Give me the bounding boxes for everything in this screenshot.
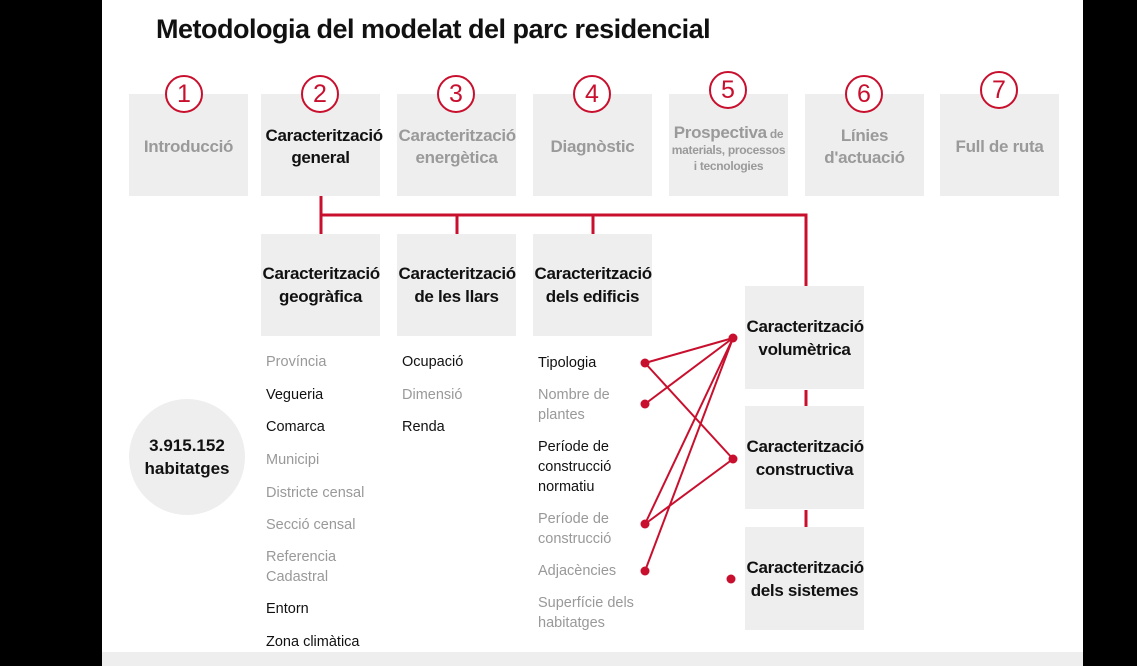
list-item: Vegueria (266, 387, 324, 403)
step-number-5: 5 (709, 71, 747, 109)
link-dot (640, 566, 650, 576)
category-box-geografica: Caracterització geogràfica (261, 234, 380, 336)
link-dot (640, 399, 650, 409)
connector-lines (319, 196, 808, 584)
sub-label: Caracterització dels sistemes (746, 557, 865, 600)
list-item: Entorn (266, 601, 309, 617)
list-item: Superfície dels habitatges (538, 595, 634, 631)
page-title: Metodologia del modelat del parc residen… (156, 14, 711, 44)
step-number-2: 2 (301, 75, 339, 113)
category-box-llars: Caracterització de les llars (397, 234, 516, 336)
list-item: Comarca (266, 419, 325, 435)
list-item: Districte censal (266, 485, 365, 501)
category-label: Caracterització geogràfica (262, 264, 381, 306)
sub-box-sistemes: Caracterització dels sistemes (745, 527, 864, 630)
list-item: Renda (402, 419, 445, 435)
sub-box-constructiva: Caracterització constructiva (745, 406, 864, 509)
link-dot (640, 358, 650, 368)
total-dwellings-text: 3.915.152 habitatges (144, 434, 229, 480)
sub-box-volumetrica: Caracterització volumètrica (745, 286, 864, 389)
step-label: Caracterització general (265, 126, 384, 167)
step-box-1: Introducció (129, 94, 248, 196)
category-label: Caracterització dels edificis (534, 264, 653, 306)
sub-label: Caracterització constructiva (746, 436, 865, 479)
list-item: Zona climàtica (266, 634, 360, 650)
total-dwellings-badge: 3.915.152 habitatges (129, 399, 245, 515)
list-item: Municipi (266, 452, 320, 468)
category-box-edificis: Caracterització dels edificis (533, 234, 652, 336)
attribute-links (644, 337, 734, 572)
link-dot (728, 333, 738, 343)
link-dot (726, 574, 736, 584)
diagram-canvas: Metodologia del modelat del parc residen… (102, 0, 1083, 666)
step-label: Caracterització energètica (398, 126, 517, 167)
list-item: Tipologia (538, 355, 597, 371)
link-dots (640, 333, 738, 584)
step-label: Introducció (143, 137, 234, 156)
total-unit: habitatges (144, 459, 230, 478)
list-item: Adjacències (538, 563, 617, 579)
link-dot (728, 454, 738, 464)
list-item: Referencia Cadastral (266, 549, 337, 585)
list-item: Període de construcció normatiu (538, 439, 612, 495)
list-item: Nombre de plantes (538, 387, 610, 423)
list-item: Secció censal (266, 517, 356, 533)
step-label-prospectiva: Prospectiva de materials, processos i te… (670, 122, 788, 174)
step-number-4: 4 (573, 75, 611, 113)
link-dot (640, 519, 650, 529)
list-item: Província (266, 354, 327, 370)
sub-label: Caracterització volumètrica (746, 316, 865, 359)
step-label: Diagnòstic (550, 137, 635, 156)
total-value: 3.915.152 (149, 436, 225, 455)
list-item: Període de construcció (538, 511, 612, 547)
step-number-6: 6 (845, 75, 883, 113)
footer-strip (102, 652, 1083, 666)
branch-connector (319, 196, 808, 286)
step-number-1: 1 (165, 75, 203, 113)
list-item: Dimensió (402, 387, 463, 403)
list-item: Ocupació (402, 354, 464, 370)
step-label: Prospectiva (673, 122, 767, 142)
step-box-5: Prospectiva de materials, processos i te… (669, 94, 788, 196)
step-label: Línies d'actuació (824, 126, 905, 167)
step-sublabel: de materials, processos i tecnologies (671, 126, 786, 173)
step-number-7: 7 (980, 71, 1018, 109)
step-label: Full de ruta (955, 137, 1044, 156)
step-box-7: Full de ruta (940, 94, 1059, 196)
step-number-3: 3 (437, 75, 475, 113)
category-label: Caracterització de les llars (398, 264, 517, 306)
